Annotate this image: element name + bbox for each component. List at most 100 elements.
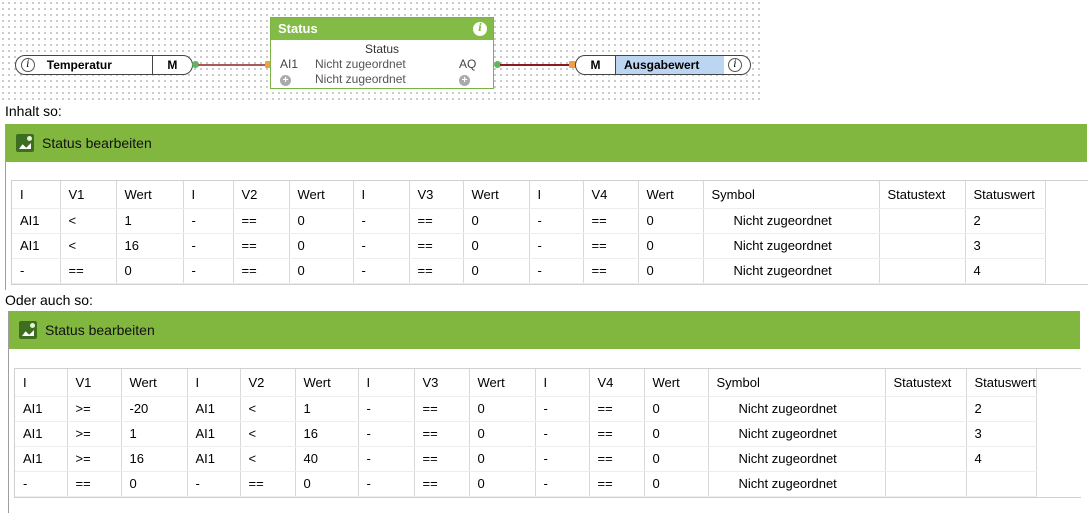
table-cell[interactable]: 0	[463, 258, 530, 284]
output-connector-ausgabewert[interactable]: M Ausgabewert i	[575, 55, 751, 75]
input-pin-ai1[interactable]	[265, 61, 272, 68]
table-cell[interactable]: ==	[414, 471, 470, 497]
table-cell[interactable]: 0	[289, 208, 354, 234]
table-cell[interactable]: -	[529, 258, 584, 284]
table-cell[interactable]: ==	[589, 471, 645, 497]
table-cell[interactable]: 0	[638, 258, 704, 284]
table-cell[interactable]: ==	[589, 421, 645, 447]
table-cell[interactable]: ==	[414, 446, 470, 472]
table-cell[interactable]: 4	[966, 446, 1037, 472]
table-cell[interactable]: -	[529, 208, 584, 234]
table-cell[interactable]: ==	[233, 258, 290, 284]
table-cell[interactable]: 0	[469, 421, 536, 447]
table-cell[interactable]: ==	[240, 471, 296, 497]
table-cell[interactable]: -	[535, 421, 590, 447]
table-cell[interactable]: 0	[469, 396, 536, 422]
table-cell[interactable]: 0	[295, 471, 359, 497]
table-cell[interactable]: 0	[463, 233, 530, 259]
info-icon[interactable]: i	[21, 58, 35, 72]
table-cell[interactable]: ==	[233, 233, 290, 259]
table-cell[interactable]: ==	[583, 233, 639, 259]
table-cell[interactable]: -	[15, 471, 68, 497]
output-pin[interactable]	[192, 61, 199, 68]
table-cell[interactable]: ==	[233, 208, 290, 234]
table-cell[interactable]: 0	[289, 233, 354, 259]
table-cell[interactable]: -	[535, 471, 590, 497]
table-cell[interactable]: 4	[965, 258, 1046, 284]
table-cell[interactable]: -	[358, 471, 415, 497]
table-cell[interactable]: Nicht zugeordnet	[708, 421, 886, 447]
input-connector-temperatur[interactable]: i Temperatur M	[15, 55, 193, 75]
table-cell[interactable]: ==	[589, 396, 645, 422]
table-cell[interactable]	[966, 471, 1037, 497]
table-cell[interactable]: AI1	[15, 446, 68, 472]
table-cell[interactable]: -	[187, 471, 241, 497]
table-cell[interactable]: ==	[583, 208, 639, 234]
table-cell[interactable]: Nicht zugeordnet	[708, 446, 886, 472]
table-cell[interactable]: 0	[644, 471, 709, 497]
table-cell[interactable]: <	[60, 233, 117, 259]
table-cell[interactable]: 40	[295, 446, 359, 472]
table-cell[interactable]: AI1	[12, 208, 61, 234]
table-cell[interactable]: 0	[463, 208, 530, 234]
table-cell[interactable]: 2	[965, 208, 1046, 234]
table-cell[interactable]: 16	[121, 446, 188, 472]
table-cell[interactable]: 0	[644, 396, 709, 422]
table-cell[interactable]	[879, 258, 966, 284]
table-cell[interactable]: 0	[469, 471, 536, 497]
input-pin[interactable]	[569, 61, 576, 68]
table-cell[interactable]: -	[183, 258, 234, 284]
table-cell[interactable]: <	[240, 446, 296, 472]
table-cell[interactable]: ==	[60, 258, 117, 284]
table-cell[interactable]: -	[358, 421, 415, 447]
output-pin-aq[interactable]	[494, 61, 501, 68]
table-cell[interactable]	[885, 396, 967, 422]
table-cell[interactable]: ==	[589, 446, 645, 472]
table-cell[interactable]: ==	[409, 258, 464, 284]
table-cell[interactable]: 0	[638, 233, 704, 259]
table-cell[interactable]: 2	[966, 396, 1037, 422]
table-cell[interactable]: 3	[966, 421, 1037, 447]
table-cell[interactable]: -	[535, 396, 590, 422]
table-cell[interactable]: AI1	[15, 421, 68, 447]
table-cell[interactable]: AI1	[187, 396, 241, 422]
table-cell[interactable]: ==	[583, 258, 639, 284]
table-cell[interactable]: AI1	[12, 233, 61, 259]
table-cell[interactable]: 0	[289, 258, 354, 284]
table-cell[interactable]: -	[183, 233, 234, 259]
table-cell[interactable]	[879, 233, 966, 259]
table-cell[interactable]: Nicht zugeordnet	[703, 208, 880, 234]
info-icon[interactable]: i	[728, 58, 742, 72]
status-block[interactable]: Status i Status AI1 Nicht zugeordnet AQ …	[270, 17, 494, 89]
table-cell[interactable]: 16	[295, 421, 359, 447]
table-cell[interactable]: 1	[121, 421, 188, 447]
table-cell[interactable]: AI1	[15, 396, 68, 422]
info-icon[interactable]: i	[473, 22, 487, 36]
table-cell[interactable]: ==	[414, 396, 470, 422]
table-cell[interactable]: Nicht zugeordnet	[708, 471, 886, 497]
table-cell[interactable]: -	[535, 446, 590, 472]
table-cell[interactable]: -	[529, 233, 584, 259]
table-cell[interactable]: -	[353, 208, 410, 234]
table-cell[interactable]: 0	[644, 446, 709, 472]
table-cell[interactable]: 0	[121, 471, 188, 497]
table-cell[interactable]: 0	[638, 208, 704, 234]
table-cell[interactable]: -	[183, 208, 234, 234]
table-cell[interactable]: <	[240, 421, 296, 447]
table-cell[interactable]: AI1	[187, 421, 241, 447]
table-cell[interactable]: 3	[965, 233, 1046, 259]
table-cell[interactable]: >=	[67, 396, 122, 422]
table-cell[interactable]: Nicht zugeordnet	[703, 258, 880, 284]
table-cell[interactable]	[885, 421, 967, 447]
table-cell[interactable]	[879, 208, 966, 234]
table-cell[interactable]: ==	[414, 421, 470, 447]
